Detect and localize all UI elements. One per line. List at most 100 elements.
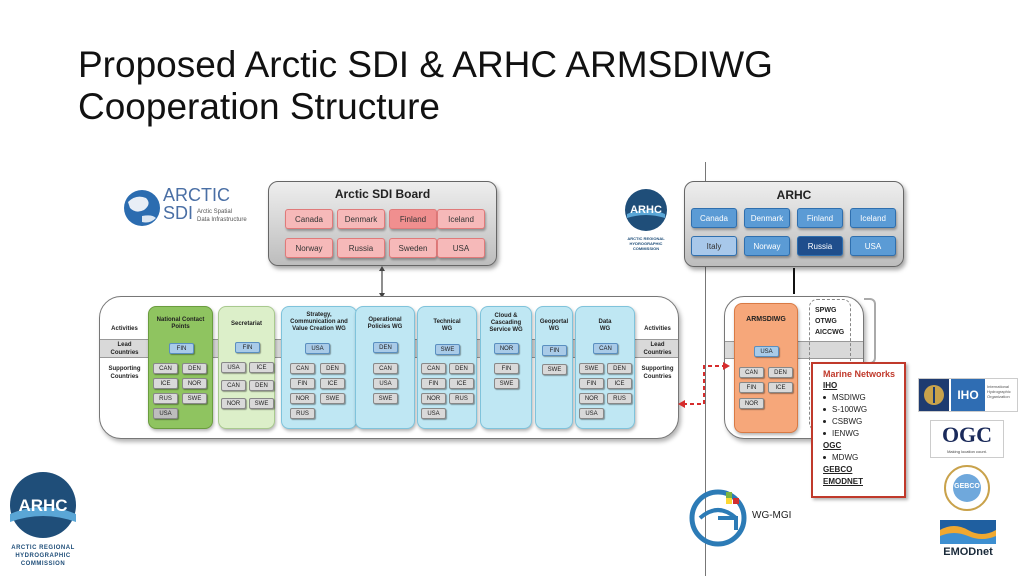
arhc-member-denmark: Denmark [744,208,790,228]
arhc-large-emblem-icon: ARHC [10,472,76,538]
supporting-country: FIN [421,378,446,389]
vertical-divider [705,162,706,576]
supporting-country: ICE [320,378,345,389]
arctic-sdi-sub: Arctic Spatial Data Infrastructure [197,208,247,224]
sdi-member-sweden: Sweden [389,238,437,258]
org-emodnet: EMODNET [823,477,863,486]
supporting-country: DEN [249,380,274,391]
supporting-country: SWE [320,393,345,404]
supporting-country: USA [373,378,398,389]
sdi-member-finland: Finland [389,209,437,229]
column-title: Operational Policies WG [367,317,403,330]
lead-country: FIN [169,343,194,354]
supporting-label-right: Supporting Countries [641,366,674,380]
column-operational-policies-wg: Operational Policies WG DEN CAN USA SWE [355,306,415,429]
iho-item: S-100WG [823,404,867,416]
org-gebco: GEBCO [823,465,853,474]
supporting-country: ICE [768,382,793,393]
arhc-member-canada: Canada [691,208,737,228]
supporting-country: SWE [494,378,519,389]
wg-mgi-label: WG-MGI [752,510,792,521]
supporting-country: CAN [373,363,398,374]
lead-country: NOR [494,343,519,354]
arhc-member-finland: Finland [797,208,843,228]
supporting-country: ICE [249,362,274,373]
activities-label-left: Activities [111,326,138,332]
ogc-sub: Making location count. [947,449,987,454]
supporting-country: USA [579,408,604,419]
marine-networks-title: Marine Networks [823,369,896,379]
supporting-country: CAN [221,380,246,391]
arhc-member-norway: Norway [744,236,790,256]
lead-country: FIN [542,345,567,356]
group-aiccwg: AICCWG [815,329,845,336]
supporting-country: DEN [768,367,793,378]
supporting-country: ICE [153,378,178,389]
svg-text:ARHC: ARHC [18,496,67,515]
lead-country: DEN [373,342,398,353]
sdi-member-iceland: Iceland [437,209,485,229]
sdi-member-usa: USA [437,238,485,258]
supporting-country: SWE [373,393,398,404]
column-title: ARMSDIWG [746,316,786,323]
supporting-country: RUS [153,393,178,404]
supporting-country: FIN [739,382,764,393]
arhc-large-caption: ARCTIC REGIONAL HYDROGRAPHIC COMMISSION [6,544,80,568]
supporting-country: NOR [221,398,246,409]
iho-item: CSBWG [823,416,862,428]
arctic-sdi-logo: ARCTIC SDI Arctic Spatial Data Infrastru… [122,186,262,230]
column-data-wg: Data WG CAN SWE DEN FIN ICE NOR RUS USA [575,306,635,429]
emodnet-text: EMODnet [943,546,993,558]
column-title: Cloud & Cascading Service WG [489,313,523,333]
supporting-country: ICE [449,378,474,389]
supporting-country: DEN [320,363,345,374]
lead-country: USA [305,343,330,354]
supporting-country: SWE [182,393,207,404]
column-title: Data WG [598,319,612,332]
supporting-country: SWE [249,398,274,409]
supporting-country: FIN [494,363,519,374]
supporting-label-left: Supporting Countries [108,366,141,380]
supporting-country: CAN [153,363,178,374]
emodnet-logo: EMODnet [938,516,998,562]
arhc-small-caption: ARCTIC REGIONAL HYDROGRAPHIC COMMISSION [620,236,672,251]
title-line-2: Cooperation Structure [78,86,440,127]
column-secretariat: Secretariat FIN USA ICE CAN DEN NOR SWE [218,306,275,429]
column-title: Secretariat [230,321,263,327]
arhc-board: ARHC Canada Denmark Finland Iceland Ital… [684,181,904,267]
lead-label-right: Lead Countries [643,342,672,356]
wg-mgi-logo: WG-MGI [688,488,798,548]
arhc-small-sub1: ARCTIC REGIONAL [627,236,665,241]
title-line-1: Proposed Arctic SDI & ARHC ARMSDIWG [78,44,773,85]
supporting-country: DEN [182,363,207,374]
column-title: Strategy, Communication and Value Creati… [290,312,348,332]
arhc-member-iceland: Iceland [850,208,896,228]
supporting-country: RUS [290,408,315,419]
iho-text: IHO [951,379,985,411]
arhc-member-russia: Russia [797,236,843,256]
sdi-member-russia: Russia [337,238,385,258]
sdi-member-canada: Canada [285,209,333,229]
iho-item: IENWG [823,428,859,440]
arhc-logo-small: ARHC ARCTIC REGIONAL HYDROGRAPHIC COMMIS… [620,188,672,260]
arhc-emblem-icon: ARHC [625,189,667,231]
iho-anchor-icon [919,379,949,411]
column-geoportal-wg: Geoportal WG FIN SWE [535,306,573,429]
supporting-country: SWE [542,364,567,375]
supporting-country: FIN [579,378,604,389]
arhc-small-sub2: HYDROGRAPHIC [629,241,663,246]
mgi-globe-icon [689,489,747,547]
board-panel-connector [379,266,385,298]
arctic-sdi-board-title: Arctic SDI Board [334,187,431,201]
page-title: Proposed Arctic SDI & ARHC ARMSDIWG Coop… [78,44,773,128]
column-armsdiwg: ARMSDIWG USA CAN DEN FIN ICE NOR [734,303,798,433]
activities-label-right: Activities [644,326,671,332]
supporting-country: RUS [449,393,474,404]
gebco-logo: GEBCO [940,464,994,512]
arhc-board-title: ARHC [776,188,812,202]
supporting-country: USA [221,362,246,373]
lead-label-left: Lead Countries [110,342,139,356]
org-iho: IHO [823,381,838,390]
supporting-country: CAN [290,363,315,374]
arhc-large-sub3: COMMISSION [20,561,66,567]
